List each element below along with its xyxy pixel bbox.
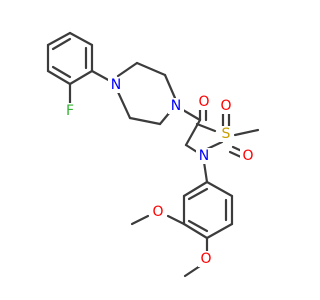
molecule-canvas: F N N O N S O O O O xyxy=(46,31,260,278)
bond xyxy=(233,128,260,137)
bond xyxy=(195,122,217,133)
bond xyxy=(128,116,162,126)
label-bg xyxy=(196,148,212,164)
bond xyxy=(116,61,139,78)
nitrogen-atom-label-piperazine-amide: N xyxy=(171,98,181,114)
bond xyxy=(205,180,234,198)
bond xyxy=(184,143,199,154)
label-bg xyxy=(218,126,234,142)
label-bg xyxy=(240,148,256,164)
oxygen-atom-label-sulfonyl-right: O xyxy=(242,148,253,164)
label-bg xyxy=(198,251,214,267)
oxygen-atom-label-methoxy-4: O xyxy=(200,251,211,267)
fluorine-atom-label: F xyxy=(66,103,74,119)
oxygen-atom-label-methoxy-3: O xyxy=(152,204,163,220)
label-bg xyxy=(196,94,212,110)
atom-labels: F N N O N S O O O O xyxy=(63,77,256,267)
label-bg xyxy=(150,204,166,220)
bond xyxy=(202,160,209,184)
oxygen-atom-label-carbonyl: O xyxy=(198,94,209,110)
bond xyxy=(163,73,177,100)
label-bg xyxy=(218,98,234,114)
bond-double-inner xyxy=(51,65,72,79)
label-bg xyxy=(63,103,77,119)
bond xyxy=(116,90,132,120)
bond xyxy=(68,69,94,86)
bond xyxy=(68,31,94,47)
nitrogen-atom-label-sulfonamide: N xyxy=(199,148,209,164)
bond xyxy=(46,31,72,47)
bond xyxy=(181,108,202,122)
nitrogen-atom-label-piperazine-aryl: N xyxy=(111,77,121,93)
bond xyxy=(182,180,209,198)
bond xyxy=(46,69,72,86)
bond-double-inner xyxy=(187,187,209,201)
bond xyxy=(166,214,186,226)
bond xyxy=(130,214,150,226)
bond-double-inner xyxy=(228,150,243,159)
bond xyxy=(183,264,202,278)
bond xyxy=(205,222,234,240)
label-bg xyxy=(168,98,184,114)
oxygen-atom-label-sulfonyl-top: O xyxy=(220,98,231,114)
bond xyxy=(135,61,167,77)
label-bg xyxy=(108,77,124,93)
bond-double-inner xyxy=(51,37,72,51)
bond xyxy=(182,222,209,240)
sulfur-atom-label: S xyxy=(222,126,231,142)
molecule-structure: F N N O N S O O O O xyxy=(46,31,260,278)
bond-double-inner xyxy=(187,219,209,233)
